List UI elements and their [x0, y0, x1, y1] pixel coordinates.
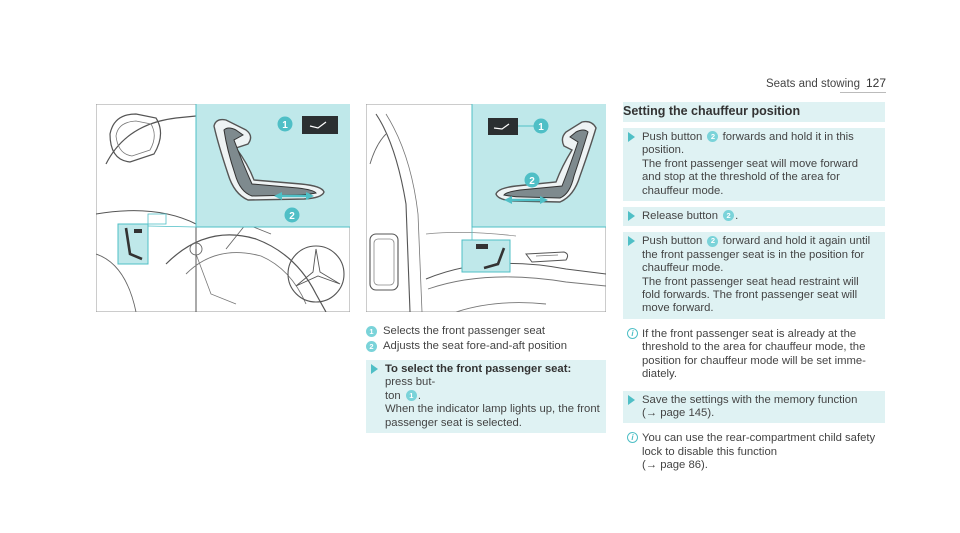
step-push-forward: Push button 2 forwards and hold it in th…: [623, 128, 885, 202]
rear-door-illustration: 1 2: [366, 104, 606, 312]
note-child-lock: i You can use the rear-compartment child…: [623, 429, 885, 475]
page-reference-145[interactable]: (→ page 145).: [642, 406, 715, 419]
door-panel-illustration: 1 2: [96, 104, 350, 312]
callout-badge-2: 2: [723, 210, 735, 222]
step-arrow-icon: [628, 132, 635, 142]
step-push-again: Push button 2 forward and hold it again …: [623, 232, 885, 319]
section-title: Setting the chauffeur position: [623, 102, 885, 122]
legend-and-selection: 1 Selects the front passenger seat 2 Adj…: [366, 324, 606, 439]
figure-door-panel-seat-controls: 1 2: [96, 104, 350, 312]
legend-text-1: Selects the front passenger seat: [383, 325, 546, 337]
step-release-button: Release button 2.: [623, 207, 885, 227]
step-arrow-icon: [628, 394, 635, 405]
section-name: Seats and stowing: [765, 78, 860, 90]
figure1-callout-2: 2: [289, 211, 295, 222]
legend-item-2: 2 Adjusts the seat fore-and-aft position: [366, 339, 606, 354]
step-arrow-icon: [628, 211, 635, 222]
step-select-passenger-seat: To select the front passenger seat: pres…: [366, 360, 606, 434]
legend-item-1: 1 Selects the front passenger seat: [366, 324, 606, 339]
figure2-callout-1: 1: [538, 122, 544, 133]
note-threshold: i If the front passenger seat is already…: [623, 325, 885, 385]
callout-badge-2: 2: [366, 341, 377, 352]
figure2-callout-2: 2: [529, 176, 535, 187]
step-lead: To select the front passenger seat:: [385, 363, 572, 375]
page-reference-86[interactable]: (→ page 86).: [642, 459, 708, 472]
info-icon: i: [627, 432, 638, 444]
info-icon: i: [627, 327, 638, 339]
chauffeur-position-section: Setting the chauffeur position Push butt…: [623, 102, 885, 482]
step-arrow-icon: [371, 364, 378, 374]
callout-badge-1: 1: [366, 326, 377, 337]
figure-rear-door-seat-controls: 1 2: [366, 104, 606, 312]
step-result: When the indicator lamp lights up, the f…: [385, 403, 600, 429]
callout-badge-1: 1: [405, 390, 417, 402]
callout-badge-2: 2: [707, 235, 719, 247]
page-number: 127: [865, 76, 886, 90]
legend-text-2: Adjusts the seat fore-and-aft position: [383, 340, 567, 352]
callout-badge-2: 2: [707, 131, 719, 143]
step-save-memory: Save the settings with the memory functi…: [623, 390, 885, 424]
page-header: Seats and stowing 127: [766, 76, 886, 90]
figure1-callout-1: 1: [282, 120, 288, 131]
step-arrow-icon: [628, 236, 635, 247]
header-divider: [840, 92, 886, 93]
